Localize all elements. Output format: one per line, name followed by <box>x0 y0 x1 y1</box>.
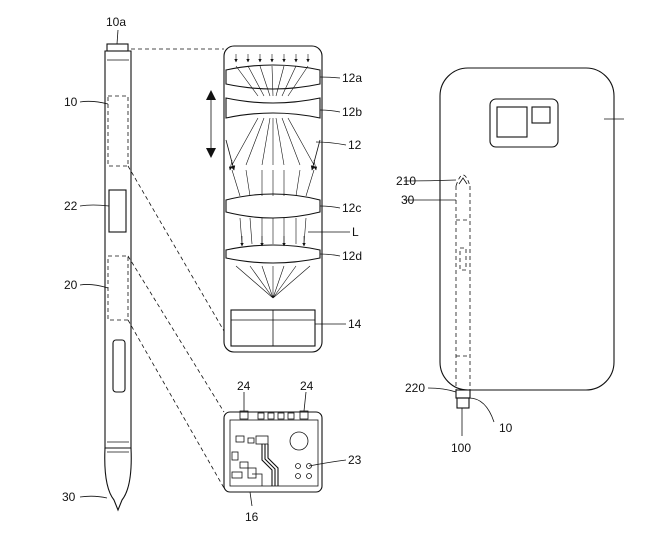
pen-button-22 <box>108 189 127 233</box>
optical-housing <box>223 45 323 353</box>
mobile-device <box>439 67 615 409</box>
lens-12d <box>225 244 321 264</box>
pen-optics-region <box>107 95 129 167</box>
label-10a: 10a <box>106 15 126 29</box>
label-210: 210 <box>396 174 416 188</box>
label-12b: 12b <box>342 105 362 119</box>
focus-shift-arrow <box>206 90 216 158</box>
device-body <box>439 67 615 391</box>
label-14: 14 <box>348 317 362 331</box>
stylus-cap-exposed <box>456 397 470 409</box>
label-24-left: 24 <box>237 379 251 393</box>
pen-module-region <box>107 255 129 321</box>
pen-cap <box>106 43 129 52</box>
sensor-14 <box>230 309 316 347</box>
stylus-eject-end <box>455 389 471 399</box>
label-100: 100 <box>451 441 471 455</box>
label-12: 12 <box>348 138 362 152</box>
label-12a: 12a <box>342 71 362 85</box>
camera-module <box>489 98 559 148</box>
flash <box>531 106 551 124</box>
lens-12c <box>225 193 321 219</box>
label-22: 22 <box>64 199 78 213</box>
inserted-stylus <box>455 174 471 394</box>
optical-module <box>223 45 323 353</box>
lens-12b <box>225 97 321 119</box>
camera-lens <box>496 106 528 138</box>
exploded-leaders <box>127 48 225 489</box>
label-12c: 12c <box>342 201 361 215</box>
label-16: 16 <box>245 510 259 524</box>
label-10: 10 <box>64 95 78 109</box>
board-outline <box>223 411 323 493</box>
label-24-right: 24 <box>300 379 314 393</box>
pen-grip <box>112 339 126 393</box>
pen-barrel <box>104 50 132 449</box>
light-rays <box>228 54 318 299</box>
label-10-device: 10 <box>499 421 513 435</box>
board-chip-round <box>289 431 309 451</box>
label-30-device: 30 <box>401 193 415 207</box>
reference-labels: 10a 10 22 20 30 12a 12b 12 12c L 12d 14 … <box>62 15 513 524</box>
stylus-pen <box>104 43 132 512</box>
circuit-board <box>223 410 323 493</box>
label-L: L <box>352 225 359 239</box>
label-20: 20 <box>64 278 78 292</box>
lens-12a <box>225 64 321 90</box>
label-23: 23 <box>348 453 362 467</box>
pen-tip-cone <box>104 447 132 512</box>
label-leaders <box>79 29 624 507</box>
label-30-pen: 30 <box>62 490 76 504</box>
label-12d: 12d <box>342 249 362 263</box>
label-220: 220 <box>405 381 425 395</box>
